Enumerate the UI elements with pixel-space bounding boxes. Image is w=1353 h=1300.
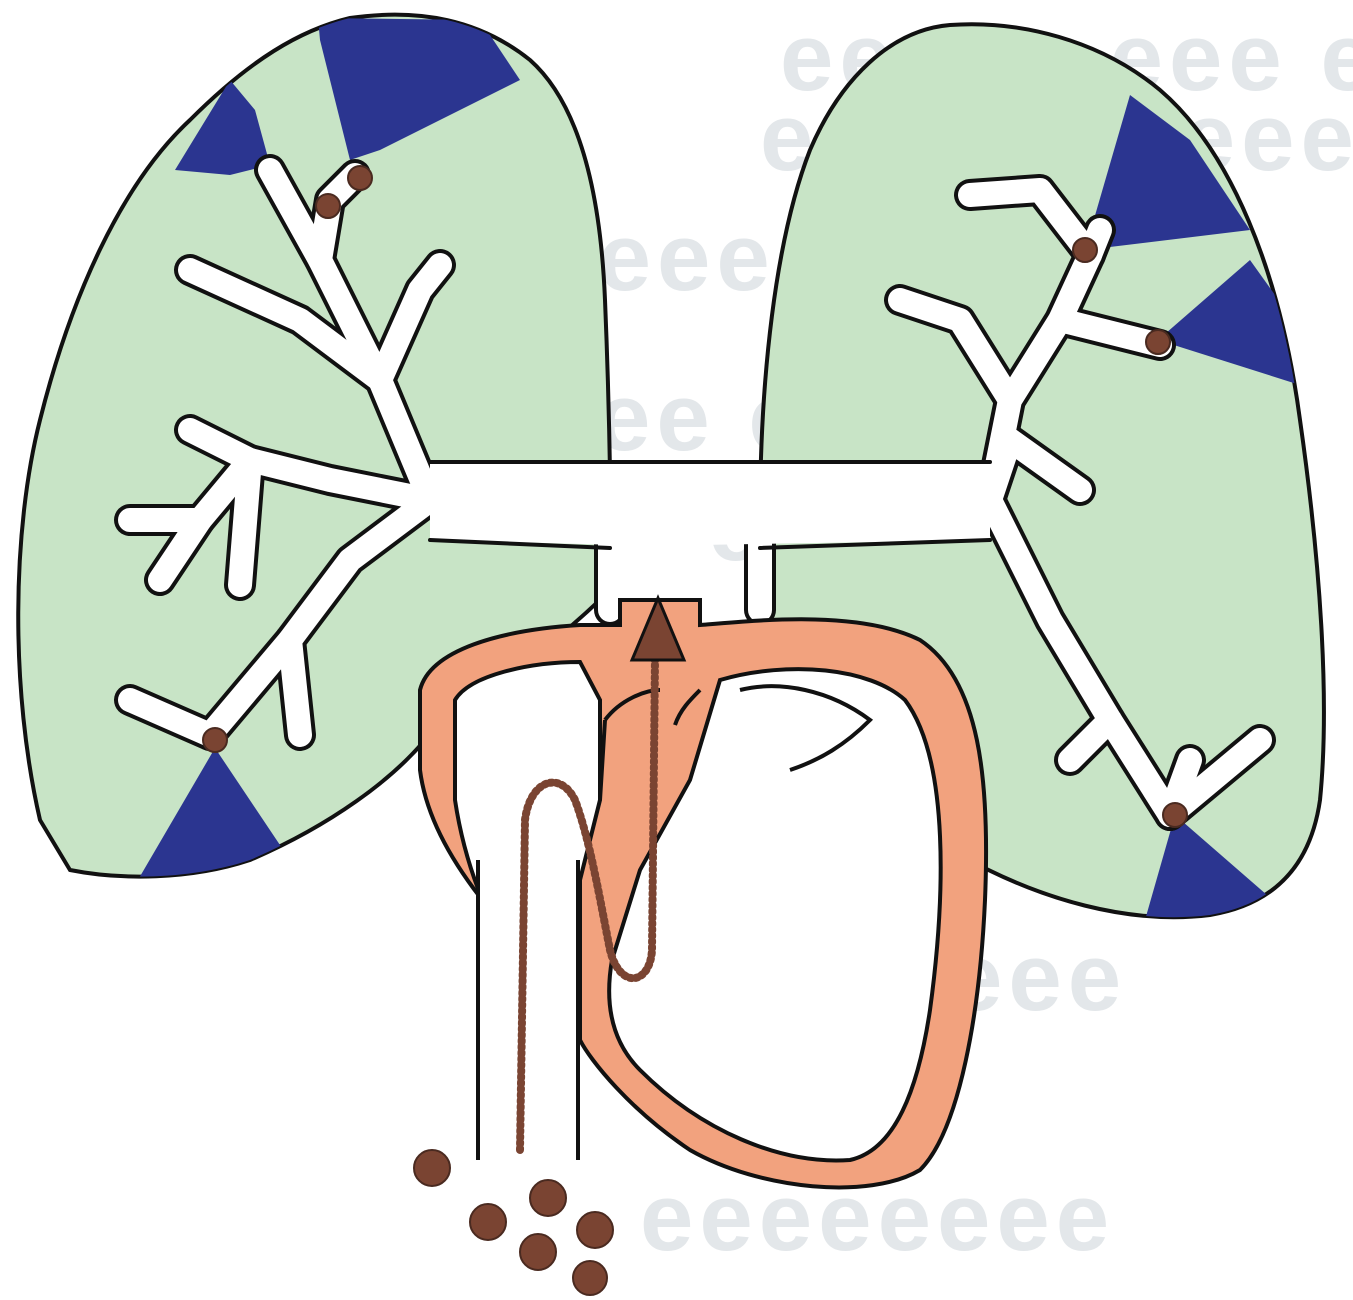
lodged-embolus <box>1146 330 1170 354</box>
circulating-embolus <box>530 1180 566 1216</box>
lodged-embolus <box>348 166 372 190</box>
lodged-embolus <box>316 194 340 218</box>
circulating-embolus <box>520 1234 556 1270</box>
circulating-embolus <box>573 1261 607 1295</box>
lodged-embolus <box>203 728 227 752</box>
lodged-embolus <box>1073 238 1097 262</box>
inferior-vena-cava-icon <box>478 860 578 1160</box>
lodged-embolus <box>1163 803 1187 827</box>
circulating-embolus <box>414 1150 450 1186</box>
circulating-embolus <box>577 1212 613 1248</box>
circulating-embolus <box>470 1204 506 1240</box>
